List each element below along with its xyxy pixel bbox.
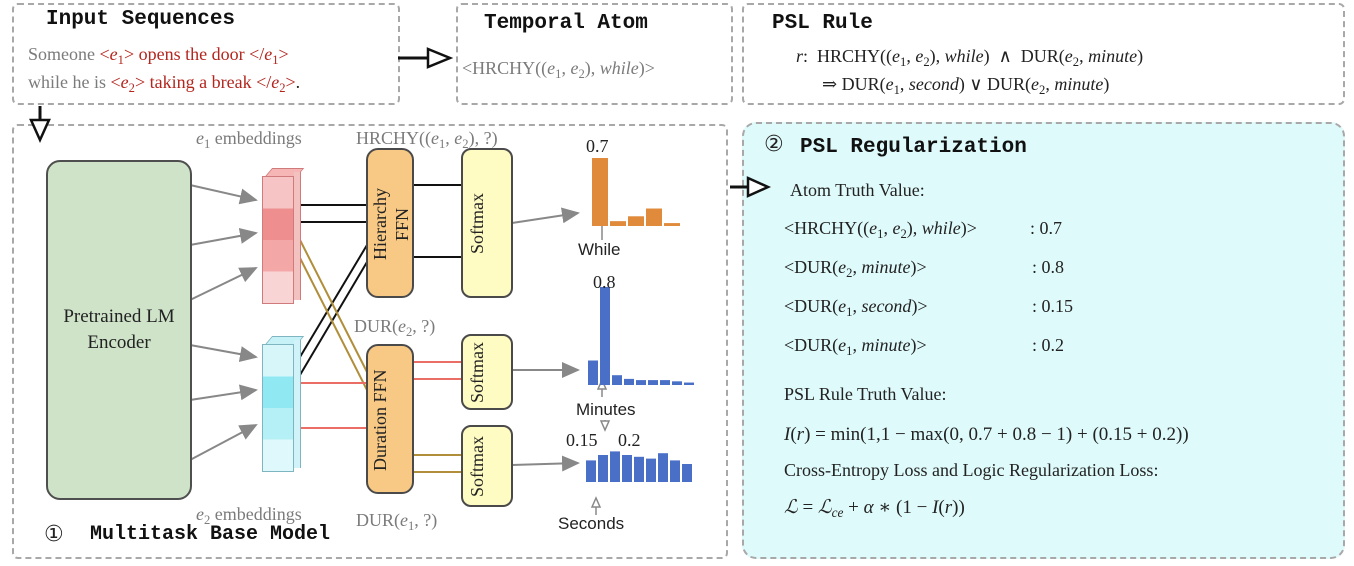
softmax-hierarchy-label: Softmax — [467, 193, 487, 255]
psl-rule-title: PSL Rule — [772, 12, 873, 35]
atom-3-name: <DUR(e1, second)> — [784, 296, 928, 319]
atom-1-value: : 0.7 — [1030, 218, 1063, 238]
bar-1-2 — [612, 375, 622, 385]
bar-2-6 — [658, 453, 668, 482]
chart-seconds-annotation-2: 0.2 — [618, 430, 641, 450]
rule-truth-title: PSL Rule Truth Value: — [784, 384, 947, 404]
encoder-label: Pretrained LM Encoder — [63, 306, 175, 353]
bar-2-8 — [682, 464, 692, 482]
chart-while-annotation: 0.7 — [586, 136, 609, 156]
bar-2-1 — [598, 455, 608, 482]
multitask-base-model-panel — [12, 124, 728, 559]
e1-embeddings-stack — [262, 168, 305, 310]
e1-open-tag: <e1> — [99, 44, 135, 67]
bar-0-2 — [628, 216, 644, 226]
base-model-title: Multitask Base Model — [90, 523, 331, 546]
bar-2-0 — [586, 460, 596, 482]
e2-close-tag: </e2> — [256, 72, 296, 95]
bar-0-4 — [664, 223, 680, 226]
atom-1-name: <HRCHY((e1, e2), while)> — [784, 218, 977, 241]
softmax-duration-e2: Softmax — [461, 334, 513, 410]
hrchy-query-label: HRCHY((e1, e2), ?) — [356, 128, 498, 151]
bar-1-1 — [600, 287, 610, 385]
bar-2-4 — [634, 456, 644, 482]
bar-2-5 — [646, 458, 656, 482]
hierarchy-ffn: Hierarchy FFN — [366, 148, 414, 298]
temporal-atom-panel — [456, 3, 733, 105]
bar-1-4 — [636, 380, 646, 385]
bar-0-0 — [592, 158, 608, 226]
e2-span: taking a break — [145, 72, 257, 92]
input-sequences-panel — [12, 3, 400, 105]
bar-1-5 — [648, 380, 658, 385]
atom-4-name: <DUR(e1, minute)> — [784, 335, 927, 358]
softmax-duration-e1-label: Softmax — [467, 436, 487, 498]
psl-rule-line-1: r: HRCHY((e1, e2), while) ∧ DUR(e2, minu… — [796, 46, 1144, 69]
duration-ffn-label: Duration FFN — [370, 369, 390, 471]
e1-span: opens the door — [134, 44, 250, 64]
pretrained-lm-encoder: Pretrained LM Encoder — [46, 160, 192, 500]
e2-embeddings-label: e2 embeddings — [196, 504, 302, 527]
temporal-atom-title: Temporal Atom — [484, 12, 648, 35]
softmax-hierarchy: Softmax — [461, 148, 513, 298]
atom-2-name: <DUR(e2, minute)> — [784, 257, 927, 280]
e2-open-tag: <e2> — [110, 72, 146, 95]
sentence-1-prefix: Someone — [28, 44, 100, 64]
psl-rule-panel — [742, 3, 1345, 105]
psl-rule-line-2: ⇒ DUR(e1, second) ∨ DUR(e2, minute) — [822, 74, 1110, 97]
loss-formula: ℒ = ℒce + α ∗ (1 − I(r)) — [784, 497, 965, 520]
chart-seconds — [586, 451, 692, 482]
e1-close-tag: </e1> — [249, 44, 289, 67]
chart-minutes — [588, 287, 694, 385]
temporal-atom-value: <HRCHY((e1, e2), while)> — [462, 58, 655, 81]
sentence-2-prefix: while he is — [28, 72, 111, 92]
dur-e2-query-label: DUR(e2, ?) — [354, 316, 436, 339]
atom-4-value: : 0.2 — [1032, 335, 1065, 355]
sentence-2-end: . — [295, 72, 301, 92]
chart-minutes-annotation: 0.8 — [593, 272, 616, 292]
input-sequences-title: Input Sequences — [46, 8, 236, 31]
bar-2-7 — [670, 460, 680, 482]
chart-while-pointer-label: While — [578, 240, 621, 259]
psl-regularization-panel — [742, 122, 1345, 559]
chart-seconds-pointer-label: Seconds — [558, 514, 625, 533]
bar-1-6 — [660, 380, 670, 385]
e1-embeddings-label: e1 embeddings — [196, 128, 302, 151]
e2-embeddings-stack — [262, 336, 305, 478]
softmax-duration-e1: Softmax — [461, 425, 513, 507]
chart-while — [592, 158, 680, 226]
bar-1-8 — [684, 382, 694, 385]
bar-1-7 — [672, 381, 682, 385]
duration-ffn: Duration FFN — [366, 344, 414, 494]
atom-truth-title: Atom Truth Value: — [790, 180, 925, 200]
atom-2-value: : 0.8 — [1032, 257, 1065, 277]
dur-e1-query-label: DUR(e1, ?) — [356, 510, 438, 533]
softmax-duration-e2-label: Softmax — [467, 342, 487, 404]
chart-seconds-annotation-1: 0.15 — [566, 430, 598, 450]
hierarchy-ffn-label: Hierarchy FFN — [370, 188, 412, 260]
input-sentence-2: while he is <e2> taking a break </e2>. — [28, 72, 301, 95]
bar-0-1 — [610, 221, 626, 226]
input-sentence-1: Someone <e1> opens the door </e1> — [28, 44, 289, 67]
atom-3-value: : 0.15 — [1032, 296, 1074, 316]
chart-minutes-pointer-label: Minutes — [576, 400, 636, 419]
bar-0-3 — [646, 208, 662, 226]
base-model-marker: ① — [44, 522, 64, 547]
bar-1-3 — [624, 378, 634, 385]
bar-2-3 — [622, 455, 632, 482]
psl-reg-title: PSL Regularization — [800, 136, 1027, 159]
psl-reg-marker: ② — [764, 132, 784, 157]
loss-title: Cross-Entropy Loss and Logic Regularizat… — [784, 460, 1159, 480]
rule-truth-formula: I(r) = min(1,1 − max(0, 0.7 + 0.8 − 1) +… — [784, 424, 1189, 445]
bar-2-2 — [610, 451, 620, 482]
bar-1-0 — [588, 360, 598, 385]
